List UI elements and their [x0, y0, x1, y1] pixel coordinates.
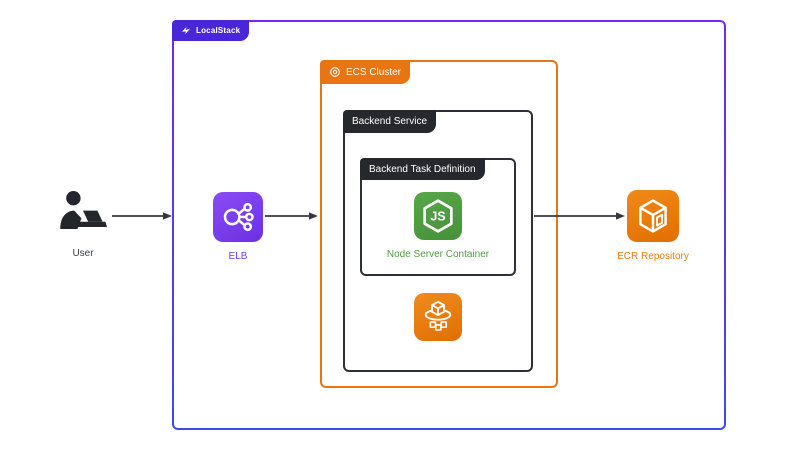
localstack-label: LocalStack — [196, 26, 241, 35]
nodejs-icon-text: JS — [430, 210, 445, 224]
ecs-cluster-box — [320, 60, 558, 388]
task-definition-label: Backend Task Definition — [369, 163, 476, 175]
ecs-cluster-tab: ECS Cluster — [320, 60, 411, 84]
ecs-cluster-icon — [329, 66, 341, 78]
task-definition-tab: Backend Task Definition — [360, 158, 485, 180]
backend-service-box — [343, 110, 533, 372]
arrow-user-to-elb — [112, 212, 172, 220]
node-server-container-label: Node Server Container — [386, 249, 490, 260]
backend-service-tab: Backend Service — [343, 110, 437, 133]
ecr-repository-label: ECR Repository — [617, 251, 689, 262]
elb-icon — [213, 192, 263, 242]
nodejs-icon: JS — [414, 192, 462, 240]
ecr-repository-icon — [627, 190, 679, 242]
backend-service-label: Backend Service — [352, 116, 428, 127]
elb-label: ELB — [228, 251, 248, 262]
ecs-containers-icon — [414, 293, 462, 341]
user-label: User — [72, 248, 94, 259]
user-icon — [55, 188, 111, 238]
localstack-logo-icon — [181, 26, 191, 36]
ecs-cluster-label: ECS Cluster — [346, 66, 402, 78]
localstack-tab: LocalStack — [172, 20, 250, 41]
